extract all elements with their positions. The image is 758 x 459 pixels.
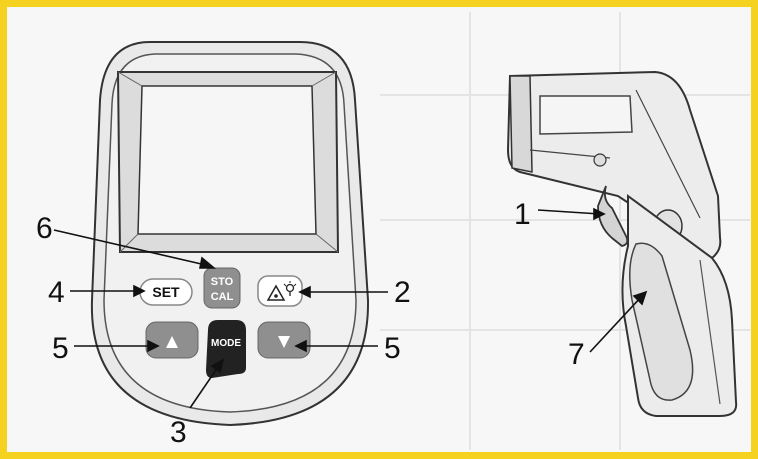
- mode-button[interactable]: [206, 320, 246, 378]
- screen-bevel-lines: [117, 71, 339, 253]
- callout-5-left: 5: [52, 332, 69, 365]
- screen: [137, 85, 317, 235]
- callout-2: 2: [394, 276, 411, 309]
- sto-label: STO: [211, 276, 234, 288]
- callout-1: 1: [514, 198, 531, 231]
- up-arrow-icon: [166, 336, 178, 348]
- side-view: [506, 70, 738, 417]
- handle-grip: [629, 242, 694, 401]
- callout-3: 3: [170, 416, 187, 449]
- side-barrel-front-face: [509, 75, 533, 173]
- side-back-edge-line: [635, 89, 701, 219]
- side-screw: [593, 153, 607, 167]
- laser-backlight-button[interactable]: [257, 275, 303, 307]
- handle-back-edge: [699, 259, 721, 405]
- front-view: SET STO CAL MODE: [90, 41, 370, 427]
- set-button-label: SET: [152, 284, 180, 300]
- callout-7: 7: [568, 338, 585, 371]
- sto-cal-button[interactable]: [203, 267, 241, 309]
- callout-5-right: 5: [384, 332, 401, 365]
- down-arrow-icon: [278, 336, 290, 348]
- backlight-bulb-icon: [283, 281, 297, 296]
- side-window: [539, 95, 633, 135]
- mode-button-label: MODE: [211, 338, 241, 349]
- callout-4: 4: [48, 276, 65, 309]
- callout-leaders: [53, 207, 648, 409]
- laser-icon: [266, 284, 286, 301]
- cal-label: CAL: [211, 291, 234, 303]
- callout-6: 6: [36, 212, 53, 245]
- trigger[interactable]: [597, 185, 629, 247]
